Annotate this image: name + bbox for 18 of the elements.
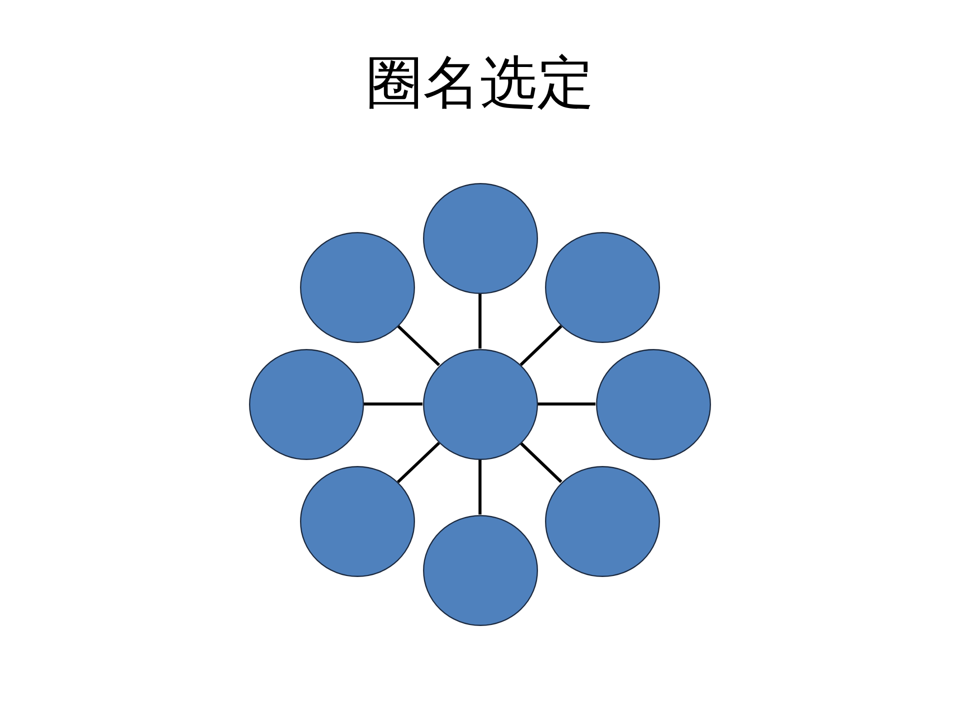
- circle-node: [544, 466, 660, 576]
- connector-line: [538, 402, 596, 406]
- connector-line: [478, 460, 482, 514]
- connector-line: [364, 402, 422, 406]
- circle-node: [248, 348, 364, 460]
- circle-node: [300, 232, 414, 342]
- circle-node: [544, 232, 660, 342]
- connector-line: [520, 442, 562, 483]
- circle-node: [422, 348, 538, 460]
- circle-node: [596, 348, 710, 460]
- connector-line: [396, 442, 440, 484]
- connector-line: [396, 324, 440, 366]
- connector-line: [520, 325, 562, 366]
- title: 圈名选定: [366, 50, 594, 116]
- circle-node: [422, 182, 538, 294]
- circle-node: [422, 514, 538, 626]
- connector-line: [478, 294, 482, 348]
- circle-node: [300, 466, 414, 576]
